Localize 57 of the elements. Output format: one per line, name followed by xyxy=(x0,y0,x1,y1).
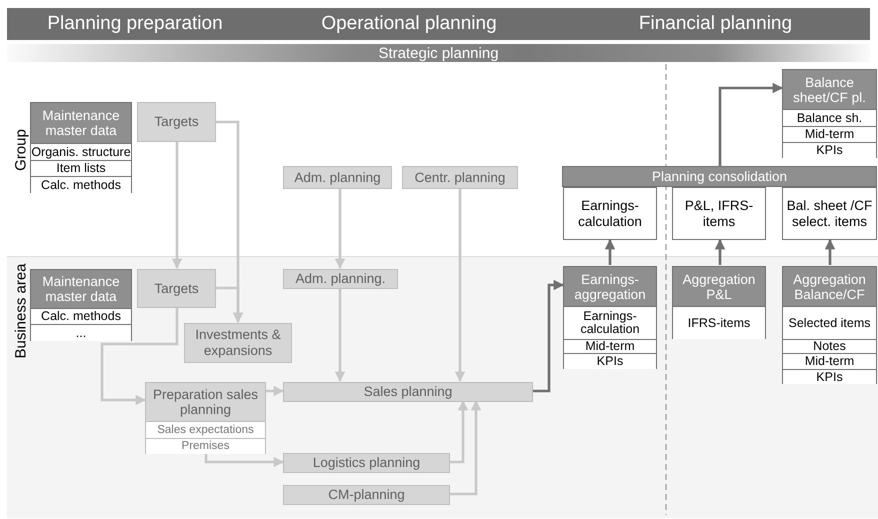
process-box: Sales planning xyxy=(283,382,533,402)
connector-arrow xyxy=(454,189,466,382)
table-box xyxy=(672,266,766,339)
connector-arrow xyxy=(334,288,346,382)
table-row: KPIs xyxy=(783,142,876,158)
table-box xyxy=(782,69,877,158)
lane-band xyxy=(7,256,878,518)
connector-arrow xyxy=(100,307,178,406)
table-box xyxy=(782,266,877,384)
box-header: Preparation sales planning xyxy=(146,383,265,421)
connector-arrow xyxy=(450,400,482,496)
connector-arrow xyxy=(450,400,468,464)
connector-arrow xyxy=(334,189,346,270)
table-row: ... xyxy=(31,324,131,341)
connector-arrow xyxy=(714,238,726,265)
box-header: Maintenance master data xyxy=(31,103,131,143)
table-row: Organis. structure xyxy=(31,143,131,160)
table-row: KPIs xyxy=(564,353,656,369)
connector-arrow xyxy=(824,238,836,265)
table-row: Sales expectations xyxy=(146,421,265,438)
process-box: P&L, IFRS-items xyxy=(672,187,766,240)
connector-arrow xyxy=(718,82,784,166)
box-header: Earnings- aggregation xyxy=(564,267,656,306)
box-header: Planning consolidation xyxy=(562,166,877,187)
connector-arrow xyxy=(216,286,244,324)
process-box: Logistics planning xyxy=(283,453,450,473)
process-box: Bal. sheet /CF select. items xyxy=(782,187,877,240)
connector-arrow xyxy=(172,142,182,270)
process-box: Adm. planning xyxy=(283,166,392,189)
process-box: Adm. planning. xyxy=(283,269,398,289)
table-box xyxy=(30,102,132,193)
connector-arrow xyxy=(266,386,284,396)
connector-arrow xyxy=(604,238,616,265)
box-header: Balance sheet/CF pl. xyxy=(783,70,876,109)
table-row: IFRS-items xyxy=(673,306,765,339)
table-box xyxy=(563,266,657,369)
process-box: CM-planning xyxy=(283,485,450,505)
table-box xyxy=(145,382,266,454)
process-box: Centr. planning xyxy=(402,166,518,189)
box-header: Aggregation Balance/CF xyxy=(783,267,876,306)
lane-label: Group xyxy=(12,129,30,171)
process-box: Targets xyxy=(137,269,216,308)
process-box: Earnings- calculation xyxy=(563,187,657,240)
process-box: Targets xyxy=(137,102,216,142)
process-box: Investments & expansions xyxy=(184,323,292,363)
connector-arrow xyxy=(204,453,284,468)
lane-label: Business area xyxy=(12,263,30,359)
table-row: KPIs xyxy=(783,369,876,384)
strategy-band: Strategic planning xyxy=(7,44,870,62)
table-row: Mid-term xyxy=(564,339,656,353)
table-row: Notes xyxy=(783,339,876,353)
box-header: Maintenance master data xyxy=(31,270,131,308)
table-box xyxy=(30,269,132,341)
connector-arrow xyxy=(533,280,564,392)
table-row: Premises xyxy=(146,438,265,454)
box-header: Aggregation P&L xyxy=(673,267,765,306)
table-row: Calc. methods xyxy=(31,176,131,193)
